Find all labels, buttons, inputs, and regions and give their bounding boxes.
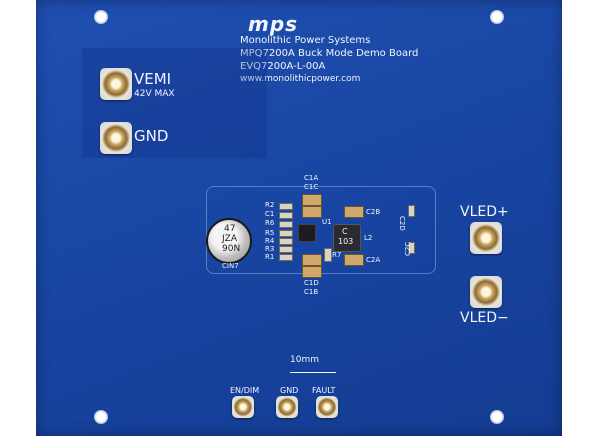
vemi-rating-label: 42V MAX — [134, 89, 175, 99]
mounting-hole-top-right — [490, 10, 504, 24]
gnd-bottom-label: GND — [280, 386, 299, 395]
u1-label: U1 — [322, 218, 332, 226]
gnd-testpoint[interactable] — [276, 396, 298, 418]
c1-label: C1 — [265, 210, 275, 218]
smd-r5 — [279, 230, 293, 237]
mps-logo: mps — [248, 12, 299, 36]
header-website: www.monolithicpower.com — [240, 74, 361, 84]
gnd-input-terminal[interactable] — [100, 122, 132, 154]
fault-testpoint[interactable] — [316, 396, 338, 418]
r1-label: R1 — [265, 253, 275, 261]
smd-c2d — [408, 205, 415, 217]
r2-label: R2 — [265, 201, 275, 209]
smd-r6 — [279, 221, 293, 228]
r7-label: R7 — [332, 251, 342, 259]
gnd-input-label: GND — [134, 127, 169, 145]
c1c-capacitor — [302, 206, 322, 218]
c2b-label: C2B — [366, 208, 381, 216]
c1c-label: C1C — [304, 183, 319, 191]
en-dim-label: EN/DIM — [230, 386, 260, 395]
c1a-capacitor — [302, 194, 322, 206]
cin7-label: CIN7 — [222, 262, 239, 270]
c1a-label: C1A — [304, 174, 319, 182]
smd-r3 — [279, 246, 293, 253]
vled-minus-label: VLED− — [460, 310, 509, 326]
c2a-capacitor — [344, 254, 364, 266]
mounting-hole-top-left — [94, 10, 108, 24]
c2c-label: C2C — [404, 241, 412, 256]
r6-label: R6 — [265, 219, 275, 227]
header-part-number: EVQ7200A-L-00A — [240, 61, 326, 72]
vled-minus-terminal[interactable] — [470, 276, 502, 308]
vled-plus-label: VLED+ — [460, 204, 509, 220]
en-dim-testpoint[interactable] — [232, 396, 254, 418]
c2a-label: C2A — [366, 256, 381, 264]
cap-marking-2: JZA — [222, 234, 237, 244]
header-company: Monolithic Power Systems — [240, 35, 371, 46]
cap-marking-1: 47 — [224, 224, 236, 234]
smd-r1 — [279, 254, 293, 261]
cin7-capacitor — [206, 218, 252, 264]
c1d-capacitor — [302, 254, 322, 266]
inductor-marking-1: C — [342, 227, 348, 236]
vemi-label: VEMI — [134, 70, 172, 88]
smd-r4 — [279, 238, 293, 245]
fault-label: FAULT — [312, 386, 336, 395]
smd-c2c — [408, 242, 415, 254]
vemi-terminal[interactable] — [100, 68, 132, 100]
vled-plus-terminal[interactable] — [470, 222, 502, 254]
c1b-capacitor — [302, 266, 322, 278]
r5-label: R5 — [265, 229, 275, 237]
l2-label: L2 — [364, 234, 373, 242]
c1d-label: C1D — [304, 279, 319, 287]
c2b-capacitor — [344, 206, 364, 218]
inductor-marking-2: 103 — [338, 237, 354, 246]
smd-r2 — [279, 203, 293, 210]
l2-inductor — [333, 224, 361, 252]
pcb-board: mps Monolithic Power Systems MPQ7200A Bu… — [36, 0, 562, 436]
mounting-hole-bottom-left — [94, 410, 108, 424]
scale-bar — [290, 366, 336, 373]
r3-label: R3 — [265, 245, 275, 253]
u1-ic — [298, 224, 316, 242]
r4-label: R4 — [265, 237, 275, 245]
c1b-label: C1B — [304, 288, 319, 296]
c2d-label: C2D — [398, 216, 406, 231]
scale-label: 10mm — [290, 355, 319, 365]
smd-c1 — [279, 212, 293, 219]
header-board-name: MPQ7200A Buck Mode Demo Board — [240, 48, 419, 59]
smd-r7 — [324, 248, 332, 262]
mounting-hole-bottom-right — [490, 410, 504, 424]
cap-marking-3: 90N — [222, 244, 241, 254]
